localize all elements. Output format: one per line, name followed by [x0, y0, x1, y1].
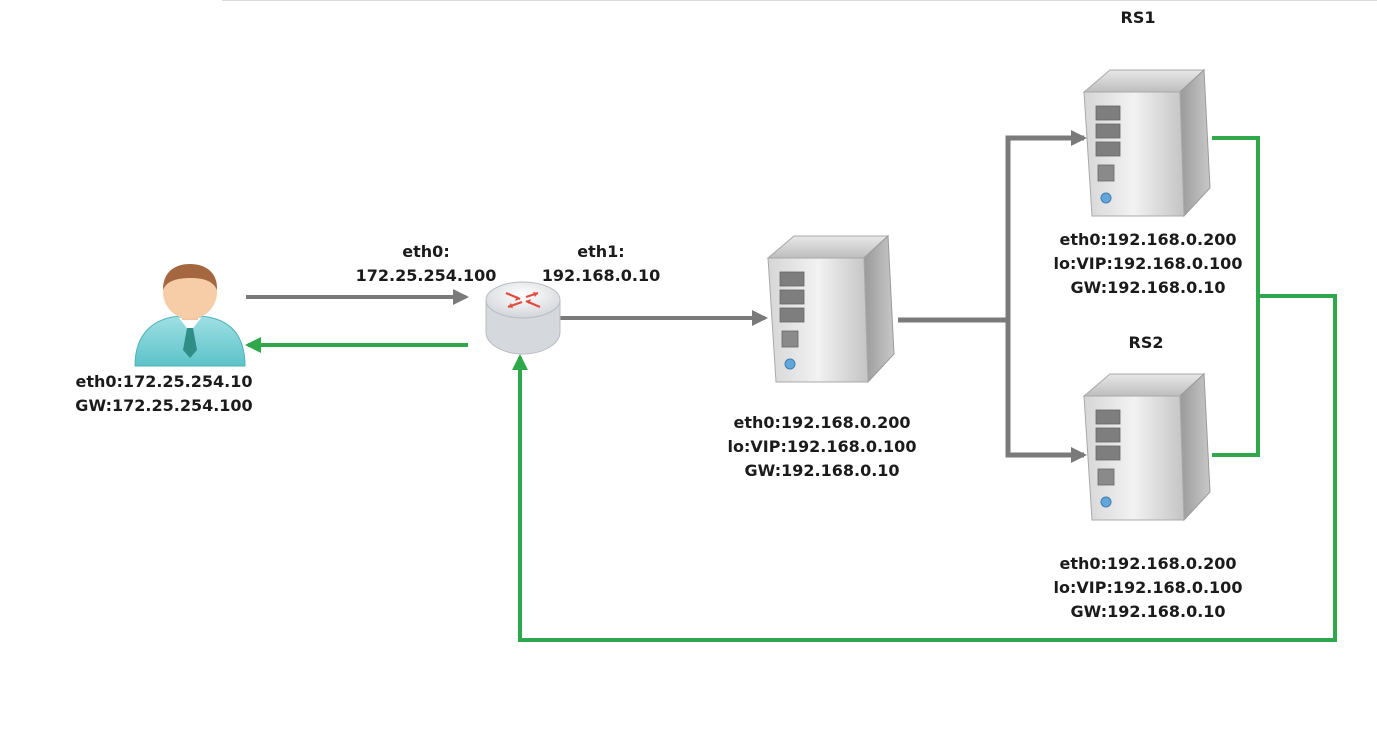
rs2-label-gw: GW:192.168.0.10 [1070, 602, 1226, 621]
rs1-labels: eth0:192.168.0.200 lo:VIP:192.168.0.100 … [1054, 228, 1243, 300]
router-icon [485, 281, 561, 355]
client-label-gw: GW:172.25.254.100 [75, 396, 253, 415]
director-label-vip: lo:VIP:192.168.0.100 [727, 437, 917, 456]
director-to-rs1-arrow [1005, 130, 1087, 320]
router-eth0-name: eth0: [402, 242, 450, 261]
rs2-labels: eth0:192.168.0.200 lo:VIP:192.168.0.100 … [1054, 552, 1243, 624]
rs2-server-icon [1083, 373, 1211, 521]
rs1-label-vip: lo:VIP:192.168.0.100 [1053, 254, 1243, 273]
rs1-return-line [1212, 136, 1260, 296]
router-eth0-ip: 172.25.254.100 [355, 266, 497, 285]
rs1-label-eth0: eth0:192.168.0.200 [1059, 230, 1237, 249]
router-eth0-labels: eth0: 172.25.254.100 [356, 240, 497, 288]
rs2-title: RS2 [1128, 333, 1164, 352]
router-eth1-name: eth1: [577, 242, 625, 261]
rs1-label-gw: GW:192.168.0.10 [1070, 278, 1226, 297]
client-labels: eth0:172.25.254.10 GW:172.25.254.100 [75, 370, 252, 418]
director-labels: eth0:192.168.0.200 lo:VIP:192.168.0.100 … [728, 411, 917, 483]
rs2-label-vip: lo:VIP:192.168.0.100 [1053, 578, 1243, 597]
return-to-router-arrow [512, 294, 1337, 642]
router-eth1-labels: eth1: 192.168.0.10 [542, 240, 660, 288]
director-to-rs2-arrow [1005, 320, 1087, 463]
user-icon [134, 264, 246, 367]
director-label-eth0: eth0:192.168.0.200 [733, 413, 911, 432]
director-label-gw: GW:192.168.0.10 [744, 461, 900, 480]
client-label-eth0: eth0:172.25.254.10 [75, 372, 253, 391]
rs2-return-line [1212, 296, 1260, 457]
director-server-icon [767, 235, 895, 383]
router-eth1-ip: 192.168.0.10 [541, 266, 661, 285]
rs2-label-eth0: eth0:192.168.0.200 [1059, 554, 1237, 573]
rs1-server-icon [1083, 69, 1211, 217]
rs1-title: RS1 [1120, 8, 1156, 27]
top-divider [222, 0, 1377, 1]
